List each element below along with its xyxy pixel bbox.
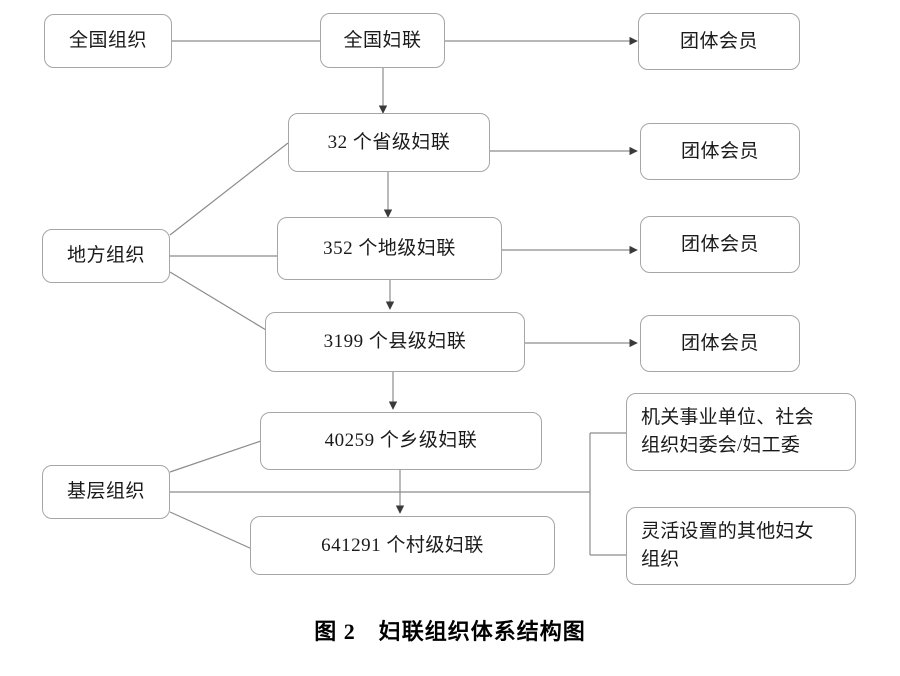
node-group-member-1[interactable]: 团体会员	[638, 13, 800, 70]
node-group-member-2[interactable]: 团体会员	[640, 123, 800, 180]
node-label-group-member-2: 团体会员	[680, 140, 759, 162]
node-label-group-member-4: 团体会员	[680, 332, 759, 354]
tier-box-national[interactable]: 全国组织	[44, 14, 172, 68]
node-label-township: 40259 个乡级妇联	[324, 430, 478, 452]
node-township-federations[interactable]: 40259 个乡级妇联	[260, 412, 542, 470]
node-label-group-member-1: 团体会员	[679, 30, 758, 52]
node-label-grassroots-unit-2: 灵活设置的其他妇女 组织	[641, 521, 814, 570]
node-group-member-3[interactable]: 团体会员	[640, 216, 800, 273]
node-label-village: 641291 个村级妇联	[321, 534, 484, 556]
node-county-federations[interactable]: 3199 个县级妇联	[265, 312, 525, 372]
node-village-federations[interactable]: 641291 个村级妇联	[250, 516, 555, 575]
edge-grassroots-tier-to-village	[169, 511, 253, 550]
tier-box-grassroots[interactable]: 基层组织	[42, 465, 170, 519]
node-provincial-federations[interactable]: 32 个省级妇联	[288, 113, 490, 172]
node-national-federation[interactable]: 全国妇联	[320, 13, 445, 68]
tier-label-local: 地方组织	[66, 245, 145, 267]
edge-local-tier-to-county	[169, 271, 267, 331]
edge-local-tier-to-provincial	[169, 142, 289, 236]
tier-box-local[interactable]: 地方组织	[42, 229, 170, 283]
node-group-member-4[interactable]: 团体会员	[640, 315, 800, 372]
node-label-county: 3199 个县级妇联	[323, 331, 467, 353]
figure-caption: 图 2 妇联组织体系结构图	[314, 619, 586, 644]
tier-label-national: 全国组织	[68, 30, 147, 52]
node-label-national-federation: 全国妇联	[343, 29, 422, 51]
node-label-group-member-3: 团体会员	[680, 233, 759, 255]
edge-grassroots-tier-to-township	[169, 440, 262, 473]
node-label-grassroots-unit-1: 机关事业单位、社会 组织妇委会/妇工委	[641, 407, 814, 456]
node-grassroots-unit-2[interactable]: 灵活设置的其他妇女 组织	[626, 507, 856, 585]
tier-label-grassroots: 基层组织	[66, 481, 145, 503]
node-prefecture-federations[interactable]: 352 个地级妇联	[277, 217, 502, 280]
node-label-provincial: 32 个省级妇联	[327, 131, 451, 153]
node-label-prefecture: 352 个地级妇联	[323, 237, 456, 259]
node-grassroots-unit-1[interactable]: 机关事业单位、社会 组织妇委会/妇工委	[626, 393, 856, 471]
